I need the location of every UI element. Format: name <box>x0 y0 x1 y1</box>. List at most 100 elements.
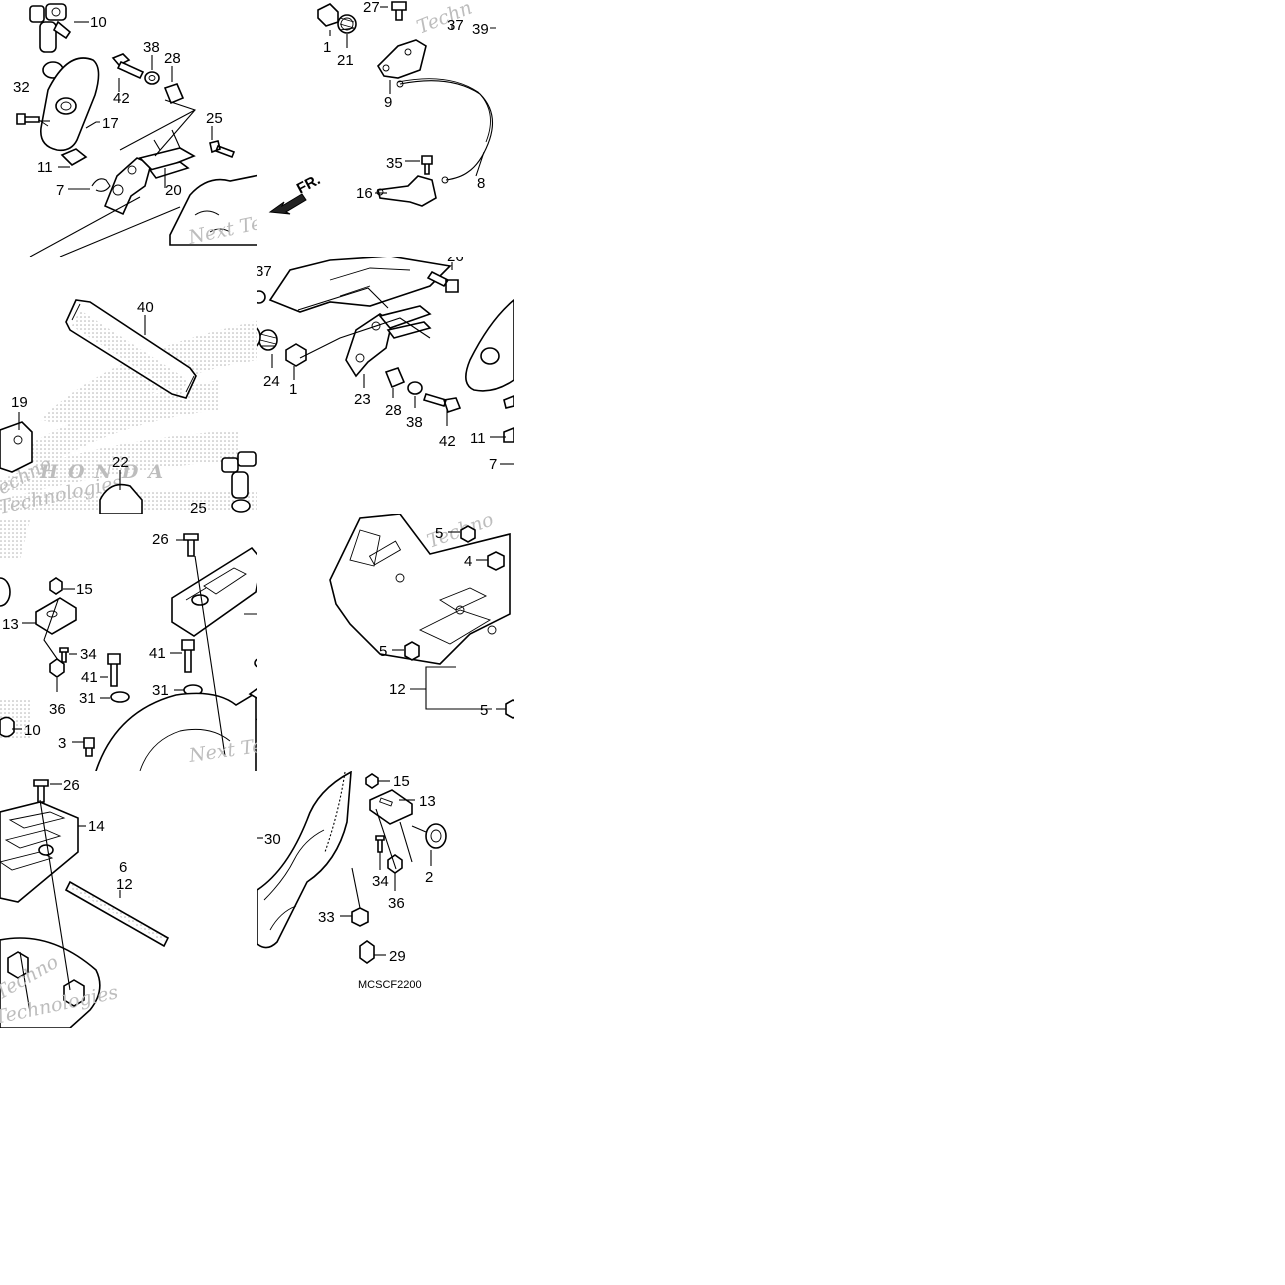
tile-5: 26 15 18 13 34 41 32 41 31 31 36 10 3 Ne… <box>0 520 301 771</box>
cap-part <box>285 343 307 367</box>
callout-label: 22 <box>112 454 129 471</box>
knob-part <box>411 823 447 849</box>
bolt-part <box>107 653 121 687</box>
callout-label: 3 <box>58 735 66 752</box>
callout-label: 21 <box>337 52 354 69</box>
callout-label: 17 <box>102 115 119 132</box>
callout-label: 42 <box>113 90 130 107</box>
watermark-text: HONDA <box>39 461 173 483</box>
tile-1: 10 38 28 32 42 17 25 11 7 20 Next Tec <box>13 3 257 257</box>
callout-label: 13 <box>419 793 436 810</box>
callout-label: 12 <box>389 681 406 698</box>
bolt-part <box>422 393 462 414</box>
tile-3: HONDA Techno Technologies 40 19 22 25 <box>0 299 257 517</box>
callout-label: 41 <box>149 645 166 662</box>
screw-part <box>59 647 69 663</box>
bolt-part <box>209 140 236 159</box>
callout-label: 42 <box>439 433 456 450</box>
washer-part <box>407 381 423 395</box>
bolt-part <box>391 1 407 21</box>
svg-text:FR.: FR. <box>294 171 323 197</box>
case-part <box>257 771 352 949</box>
bracket-part <box>103 129 196 216</box>
washer-part <box>144 71 160 85</box>
callout-label: 36 <box>388 895 405 912</box>
callout-label: 11 <box>37 159 53 176</box>
washer-part <box>110 691 130 703</box>
bolt-part <box>426 270 459 293</box>
callout-label: 26 <box>447 248 464 265</box>
callout-label: 10 <box>24 722 41 739</box>
strap-part <box>65 299 197 399</box>
callout-label: 26 <box>152 531 169 548</box>
spring-part <box>337 14 357 34</box>
spacer-part <box>404 641 420 661</box>
callout-label: 31 <box>79 690 96 707</box>
callout-label: 32 <box>13 79 30 96</box>
callout-label: 23 <box>354 391 371 408</box>
strap-part <box>64 880 170 948</box>
callout-label: 7 <box>56 182 64 199</box>
callout-label: 18 <box>284 606 301 623</box>
bracket-part <box>99 483 143 514</box>
callout-label: 15 <box>393 773 410 790</box>
callout-label: 40 <box>137 299 154 316</box>
lever-part <box>377 175 437 207</box>
logo-wing-shape <box>0 320 257 510</box>
callout-label: 19 <box>11 394 28 411</box>
tile-7: 26 14 6 12 Technologies Techno <box>0 777 170 1028</box>
callout-label: 35 <box>386 155 403 172</box>
frame-part <box>268 257 452 313</box>
callout-label: 37 <box>255 263 272 280</box>
callout-label: 34 <box>80 646 97 663</box>
diagram-code: MCSCF2200 <box>358 979 422 991</box>
callout-label: 31 <box>152 682 169 699</box>
watermark-text: Techn <box>414 0 476 39</box>
callout-label: 5 <box>435 525 443 542</box>
callout-label: 34 <box>372 873 389 890</box>
callout-label: 15 <box>76 581 93 598</box>
callout-label: 29 <box>389 948 406 965</box>
base-plate-part <box>329 514 511 665</box>
callout-label: 28 <box>164 50 181 67</box>
callout-label: 10 <box>90 14 107 31</box>
nut-part <box>49 577 63 595</box>
front-arrow-icon: FR. <box>268 171 323 215</box>
callout-label: 38 <box>143 39 160 56</box>
bolt-part <box>421 155 433 175</box>
nut-part <box>387 854 403 874</box>
bracket-part <box>0 421 33 473</box>
callout-label: 1 <box>289 381 297 398</box>
tile-6: Techno 5 4 5 12 5 <box>329 514 514 719</box>
callout-label: 36 <box>49 701 66 718</box>
collar-part <box>351 907 369 927</box>
callout-label: 20 <box>165 182 182 199</box>
callout-label: 13 <box>2 616 19 633</box>
callout-label: 25 <box>190 500 207 517</box>
callout-label: 12 <box>116 876 133 893</box>
bolt-part <box>33 779 49 803</box>
callout-label: 2 <box>425 869 433 886</box>
lock-key-part <box>221 451 257 513</box>
bracket-part <box>369 789 413 825</box>
callout-label: 25 <box>206 110 223 127</box>
callout-label: 7 <box>489 456 497 473</box>
callout-label: 5 <box>480 702 488 719</box>
bolt-part <box>16 113 40 125</box>
callout-label: 38 <box>406 414 423 431</box>
plate-part <box>60 148 88 166</box>
callout-label: 11 <box>470 430 486 447</box>
collar-part <box>384 367 406 389</box>
tile-4: 37 26 24 1 23 28 38 42 11 7 <box>255 248 514 473</box>
frame-part <box>169 174 257 246</box>
cable-part <box>399 80 494 181</box>
clip-part <box>91 178 111 192</box>
callout-label: 27 <box>363 0 380 16</box>
callout-label: 1 <box>323 39 331 56</box>
callout-label: 24 <box>263 373 280 390</box>
callout-label: 30 <box>264 831 281 848</box>
callout-label: 37 <box>447 17 464 34</box>
collar-part <box>163 83 185 105</box>
callout-label: 14 <box>88 818 105 835</box>
